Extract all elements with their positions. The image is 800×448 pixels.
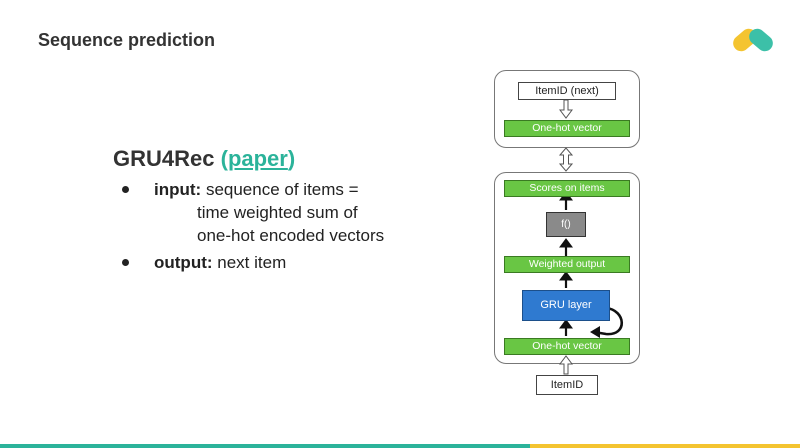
bullet-label: output: <box>154 253 213 272</box>
logo-icon <box>733 28 773 52</box>
paper-link[interactable]: paper <box>227 146 288 171</box>
paren-open: ( <box>220 146 228 171</box>
function-box: f() <box>546 212 586 237</box>
heading-text: GRU4Rec <box>113 146 215 171</box>
bullet-list: input: sequence of items = time weighted… <box>122 178 384 274</box>
section-heading: GRU4Rec (paper) <box>113 146 295 172</box>
input-item-box: ItemID <box>536 375 598 395</box>
footer-bar-yellow <box>530 444 800 448</box>
bullet-icon <box>122 186 129 193</box>
list-item: output: next item <box>122 251 384 274</box>
diagram-arrows <box>558 99 623 375</box>
bullet-icon <box>122 259 129 266</box>
scores-box: Scores on items <box>504 180 630 197</box>
output-item-box: ItemID (next) <box>518 82 616 100</box>
paren-close: ) <box>287 146 296 171</box>
gru-layer-box: GRU layer <box>522 290 610 321</box>
input-onehot-box: One-hot vector <box>504 338 630 355</box>
weighted-output-box: Weighted output <box>504 256 630 273</box>
bullet-text: sequence of items = <box>205 180 359 199</box>
brand-logo <box>730 22 778 58</box>
bullet-continuation: one-hot encoded vectors <box>197 226 385 245</box>
bullet-continuation: time weighted sum of <box>197 203 358 222</box>
gru4rec-diagram: ItemID (next) One-hot vector Scores on i… <box>494 70 642 400</box>
output-onehot-box: One-hot vector <box>504 120 630 137</box>
slide-title: Sequence prediction <box>38 30 216 50</box>
bullet-label: input: <box>154 180 202 199</box>
footer-bar-teal <box>0 444 530 448</box>
bullet-text: next item <box>217 253 287 272</box>
list-item: input: sequence of items = <box>122 178 384 201</box>
